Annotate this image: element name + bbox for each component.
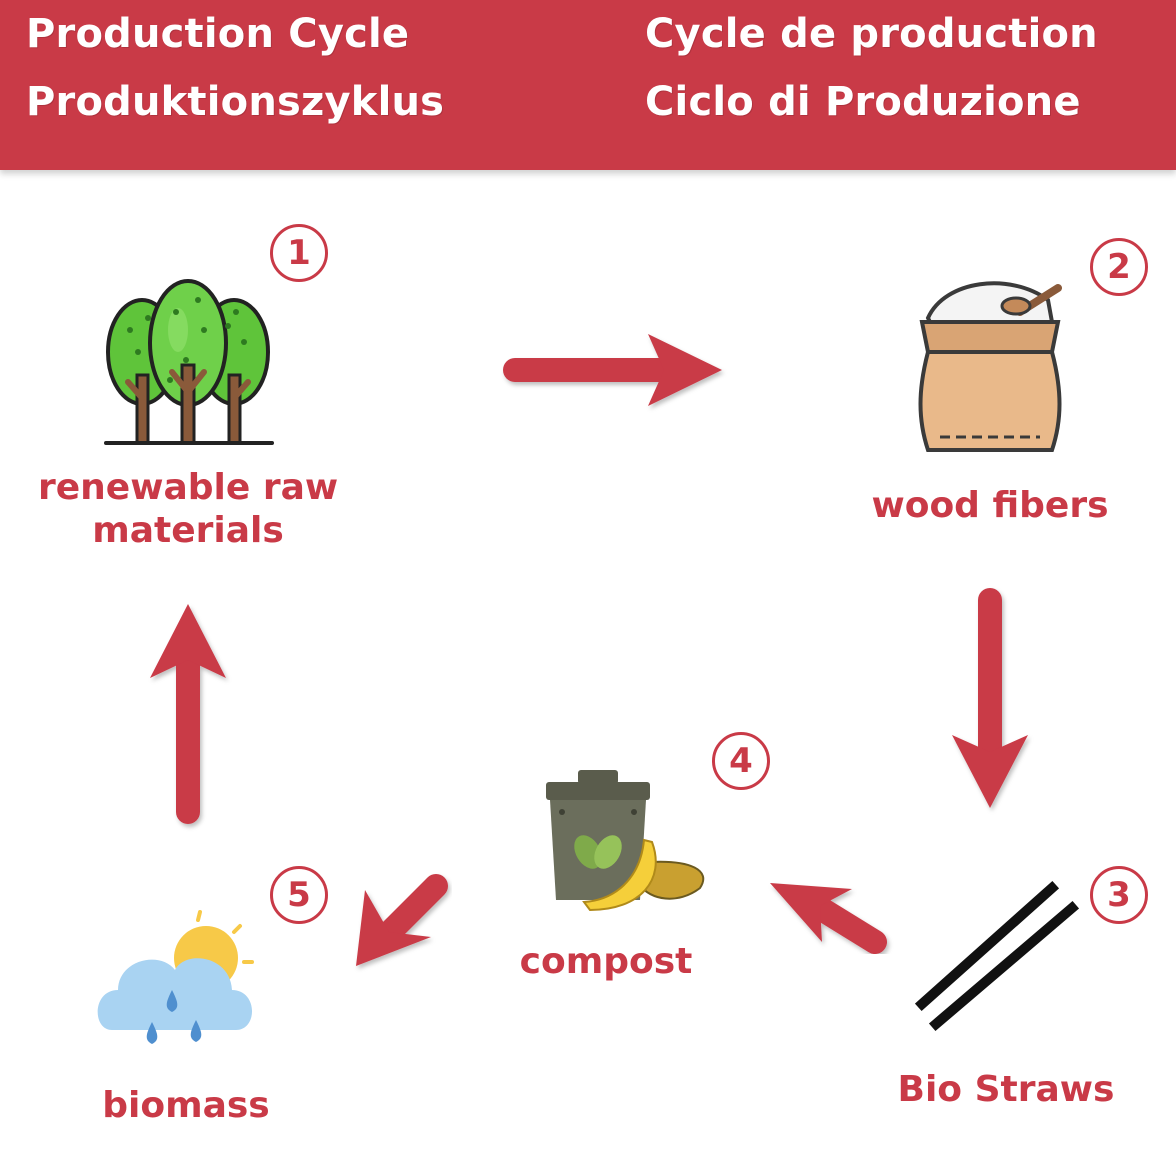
step-4-label: compost [519, 941, 693, 982]
arrow-right [503, 334, 722, 406]
arrow-down [952, 588, 1028, 808]
title-english: Production Cycle [26, 11, 410, 57]
title-german: Produktionszyklus [26, 79, 445, 125]
step-2-badge: 2 [1090, 238, 1148, 296]
arrow-up [150, 604, 226, 824]
step-5-label: biomass [102, 1085, 270, 1126]
step-1-label-line2: materials [92, 510, 284, 551]
step-4-badge: 4 [712, 732, 770, 790]
step-3-label: Bio Straws [897, 1069, 1115, 1110]
step-1-badge: 1 [270, 224, 328, 282]
title-french: Cycle de production [645, 11, 1098, 57]
step-3-badge: 3 [1090, 866, 1148, 924]
step-1-label: renewable raw materials [38, 466, 338, 552]
arrow-up-left [770, 883, 887, 954]
step-5-badge: 5 [270, 866, 328, 924]
arrow-down-left [356, 874, 448, 966]
step-1-label-line1: renewable raw [38, 467, 339, 508]
header-banner: Production Cycle Produktionszyklus Cycle… [0, 0, 1176, 170]
title-italian: Ciclo di Produzione [645, 79, 1081, 125]
step-2-label: wood fibers [871, 485, 1109, 526]
